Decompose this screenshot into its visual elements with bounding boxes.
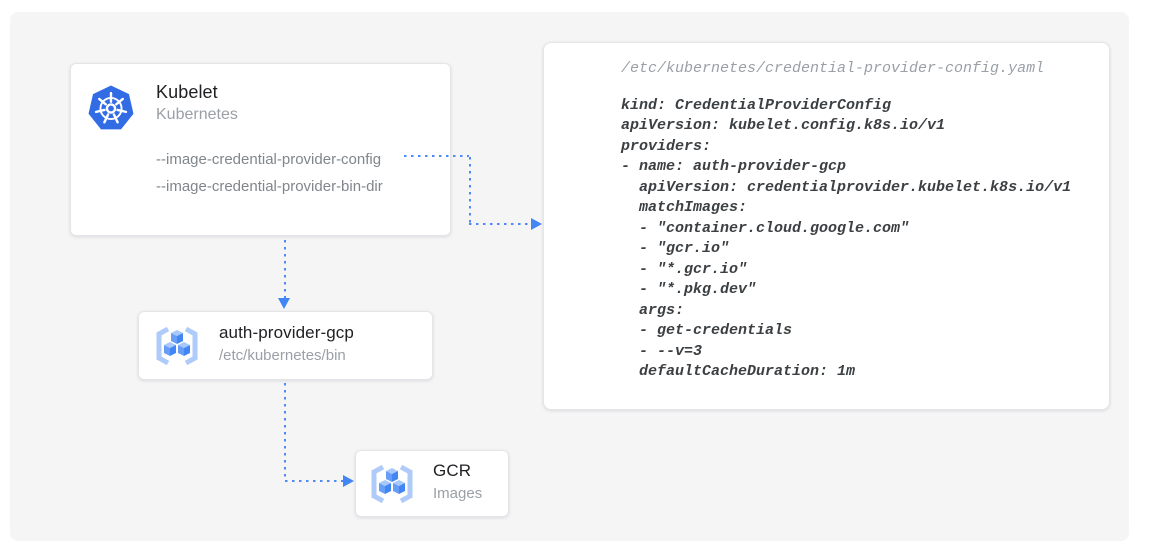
auth-provider-path: /etc/kubernetes/bin <box>219 347 346 364</box>
code-line: kind: CredentialProviderConfig <box>621 96 892 114</box>
code-line: defaultCacheDuration: 1m <box>621 363 856 380</box>
code-line: matchImages: <box>621 199 748 216</box>
gcr-node: GCR Images <box>355 450 509 517</box>
code-line: - --v=3 <box>621 342 703 360</box>
kubelet-title: Kubelet <box>156 82 218 102</box>
code-line: apiVersion: kubelet.config.k8s.io/v1 <box>621 117 946 134</box>
kubelet-flags: --image-credential-provider-config --ima… <box>156 146 383 200</box>
kubelet-subtitle: Kubernetes <box>156 106 238 123</box>
code-line: apiVersion: credentialprovider.kubelet.k… <box>621 178 1072 196</box>
flag-image-credential-provider-bin-dir: --image-credential-provider-bin-dir <box>156 178 383 195</box>
connector-auth-provider-to-gcr-segment-2 <box>285 480 343 482</box>
kubernetes-icon <box>87 84 135 137</box>
gcr-title: GCR <box>433 461 472 480</box>
arrowhead-to-gcr <box>343 475 354 487</box>
code-line: args: <box>621 301 685 319</box>
flag-image-credential-provider-config: --image-credential-provider-config <box>156 151 382 168</box>
connector-kubelet-to-auth-provider <box>284 240 286 298</box>
code-line: providers: <box>621 137 712 155</box>
gcr-icon <box>368 460 416 513</box>
code-line: - "*.pkg.dev" <box>621 281 757 298</box>
credential-provider-config-panel: /etc/kubernetes/credential-provider-conf… <box>543 42 1110 410</box>
arrowhead-to-auth-provider <box>278 298 290 309</box>
connector-config-flag-segment-3 <box>469 223 531 225</box>
auth-provider-gcp-node: auth-provider-gcp /etc/kubernetes/bin <box>138 311 433 380</box>
config-yaml: kind: CredentialProviderConfig apiVersio… <box>621 96 1089 383</box>
gcr-subtitle: Images <box>433 485 483 502</box>
config-file-path: /etc/kubernetes/credential-provider-conf… <box>621 60 1045 77</box>
kubelet-node: Kubelet Kubernetes --image-credential-pr… <box>70 63 451 236</box>
connector-config-flag-segment-1 <box>404 155 469 157</box>
code-line: - name: auth-provider-gcp <box>621 158 847 175</box>
connector-config-flag-segment-2 <box>469 157 471 224</box>
code-line: - "container.cloud.google.com" <box>621 219 910 237</box>
auth-provider-title: auth-provider-gcp <box>219 323 354 342</box>
code-line: - "gcr.io" <box>621 240 730 257</box>
gcr-icon <box>153 322 201 375</box>
code-line: - "*.gcr.io" <box>621 260 748 278</box>
code-line: - get-credentials <box>621 322 793 339</box>
arrowhead-to-config-panel <box>531 218 542 230</box>
connector-auth-provider-to-gcr-segment-1 <box>284 383 286 481</box>
